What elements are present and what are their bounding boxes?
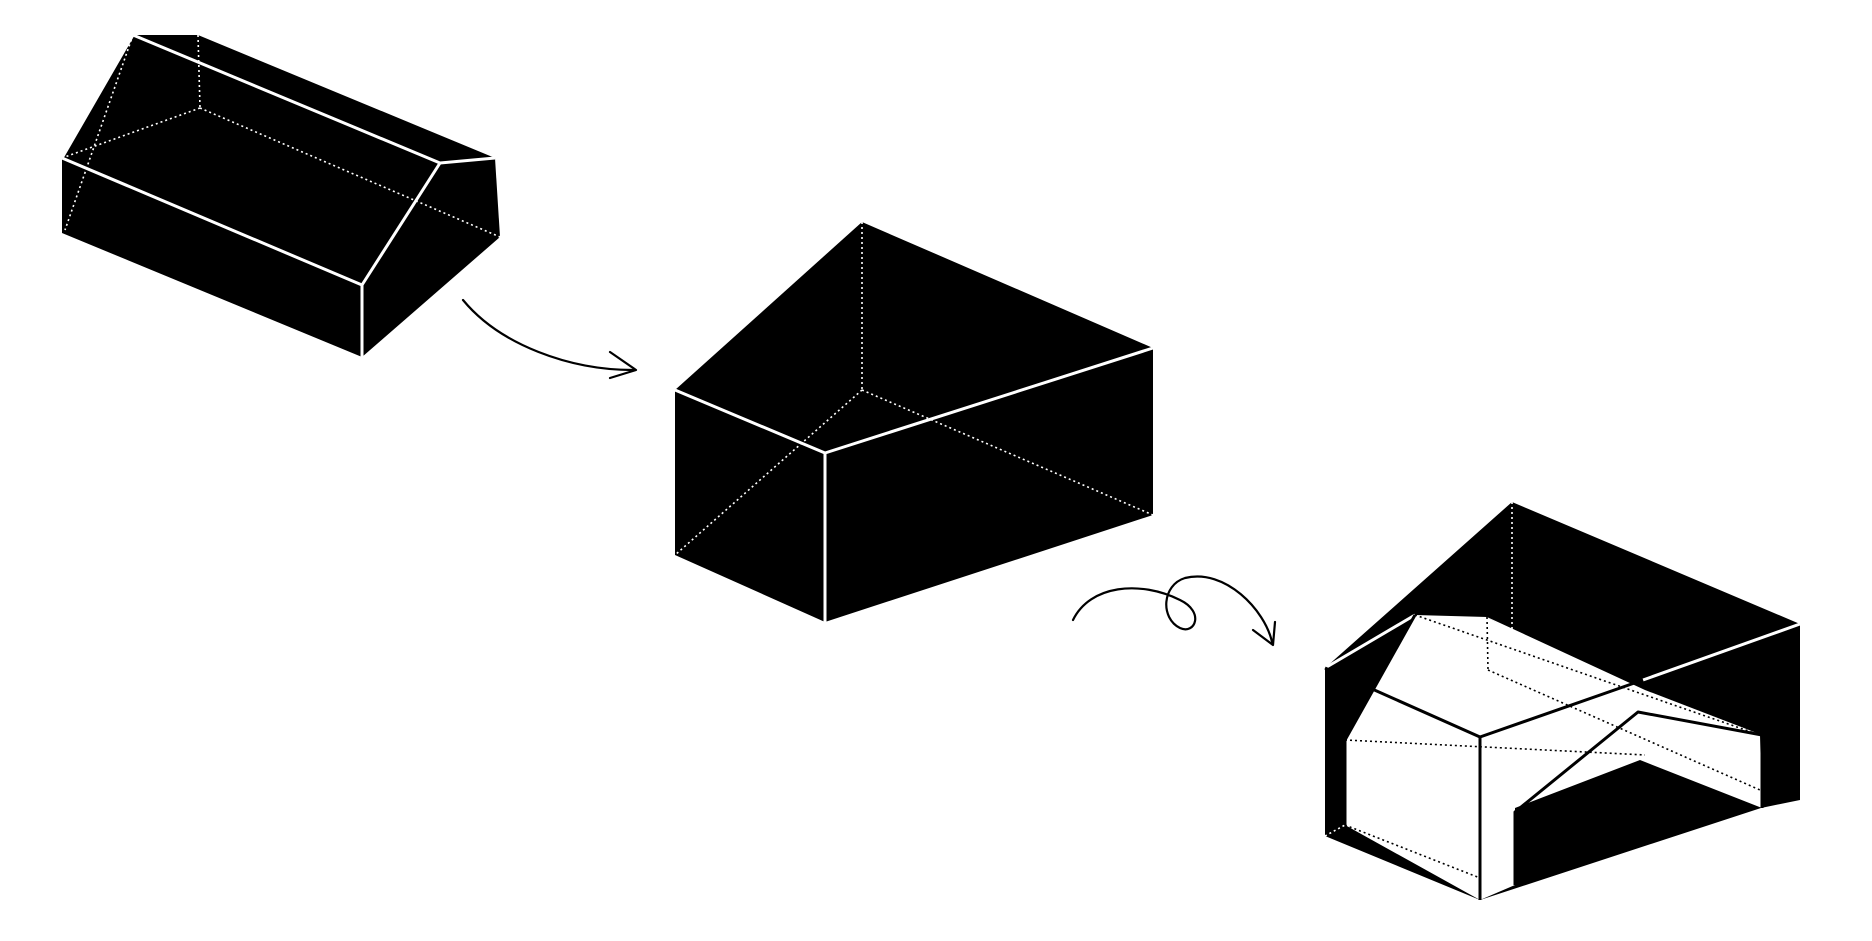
arrow-2-to-3 [1071,575,1277,647]
looped-arrow-head [1251,620,1277,647]
void-left-profile [1343,614,1417,825]
step-1-gable-house [60,33,501,357]
void-stair-edge [1513,710,1764,885]
curved-arrow-path [461,298,635,372]
step-2-box-volume [674,222,1154,622]
looped-arrow-path [1071,575,1274,644]
step-3-carved-volume [1324,502,1801,900]
arrow-1-to-2 [461,298,638,380]
carved-void-face [1345,615,1762,900]
curved-arrow-head [608,350,638,380]
box-silhouette [675,222,1153,622]
gable-house-silhouette [62,35,500,357]
